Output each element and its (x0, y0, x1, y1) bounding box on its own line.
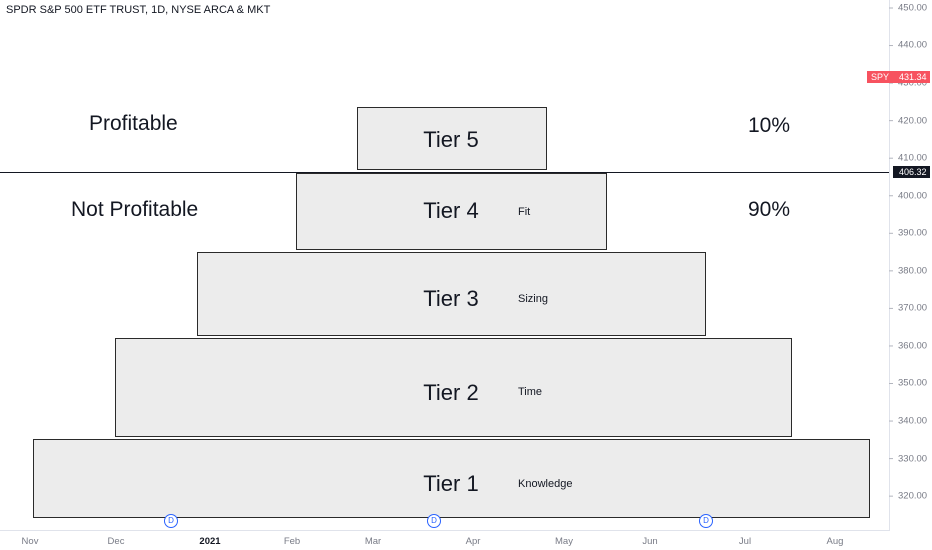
x-tick-label: Dec (107, 536, 125, 547)
y-tick-label: 400.00 (898, 190, 928, 202)
tier-5-label: Tier 5 (423, 127, 479, 152)
tier-1-sublabel: Knowledge (518, 478, 573, 490)
tier-3-label: Tier 3 (423, 286, 479, 311)
y-tick-label: 340.00 (898, 415, 928, 427)
profitable-label: Profitable (89, 112, 178, 135)
tier-4-label: Tier 4 (423, 198, 479, 223)
not-profitable-label: Not Profitable (71, 198, 199, 221)
y-tick-label: 360.00 (898, 340, 928, 352)
x-tick-label: Jul (738, 536, 752, 547)
tier-4-box[interactable] (296, 173, 607, 250)
y-tick-label: 330.00 (898, 453, 928, 465)
profitable-percent: 10% (748, 114, 791, 137)
y-tick-label: 420.00 (898, 115, 928, 127)
x-tick-label: Feb (283, 536, 301, 547)
last-price-tag: SPY 431.34 (867, 71, 930, 83)
tier-4-sublabel: Fit (518, 206, 531, 218)
tier-1-label: Tier 1 (423, 471, 479, 496)
x-tick-label: Aug (826, 536, 844, 547)
tier-5-box[interactable] (357, 107, 547, 170)
x-tick-label: Nov (21, 536, 39, 547)
chart-title: SPDR S&P 500 ETF TRUST, 1D, NYSE ARCA & … (6, 4, 271, 16)
horizontal-line-price-tag: 406.32 (893, 166, 930, 178)
y-tick-label: 440.00 (898, 39, 928, 51)
dividend-marker[interactable]: D (427, 514, 441, 528)
tier-2-label: Tier 2 (423, 380, 479, 405)
x-tick-label: May (555, 536, 573, 547)
symbol-label: SPY (871, 72, 890, 82)
dividend-marker[interactable]: D (699, 514, 713, 528)
tier-3-sublabel: Sizing (518, 293, 548, 305)
y-tick-label: 370.00 (898, 302, 928, 314)
x-tick-label: Jun (642, 536, 658, 547)
tier-1-box[interactable] (33, 439, 870, 518)
x-tick-label: Apr (465, 536, 481, 547)
y-tick-label: 450.00 (898, 2, 928, 14)
not-profitable-percent: 90% (748, 198, 791, 221)
tier-2-sublabel: Time (518, 386, 543, 398)
y-tick-label: 390.00 (898, 227, 928, 239)
y-tick-label: 380.00 (898, 265, 928, 277)
y-tick-label: 430.00 (898, 77, 928, 89)
y-tick-label: 350.00 (898, 377, 928, 389)
dividend-marker[interactable]: D (164, 514, 178, 528)
tier-3-box[interactable] (197, 252, 706, 336)
x-tick-label-year: 2021 (199, 536, 221, 547)
tier-2-box[interactable] (115, 338, 792, 437)
y-tick-label: 320.00 (898, 490, 928, 502)
last-price-value: 431.34 (899, 72, 927, 82)
y-tick-label: 410.00 (898, 152, 928, 164)
x-tick-label: Mar (364, 536, 382, 547)
